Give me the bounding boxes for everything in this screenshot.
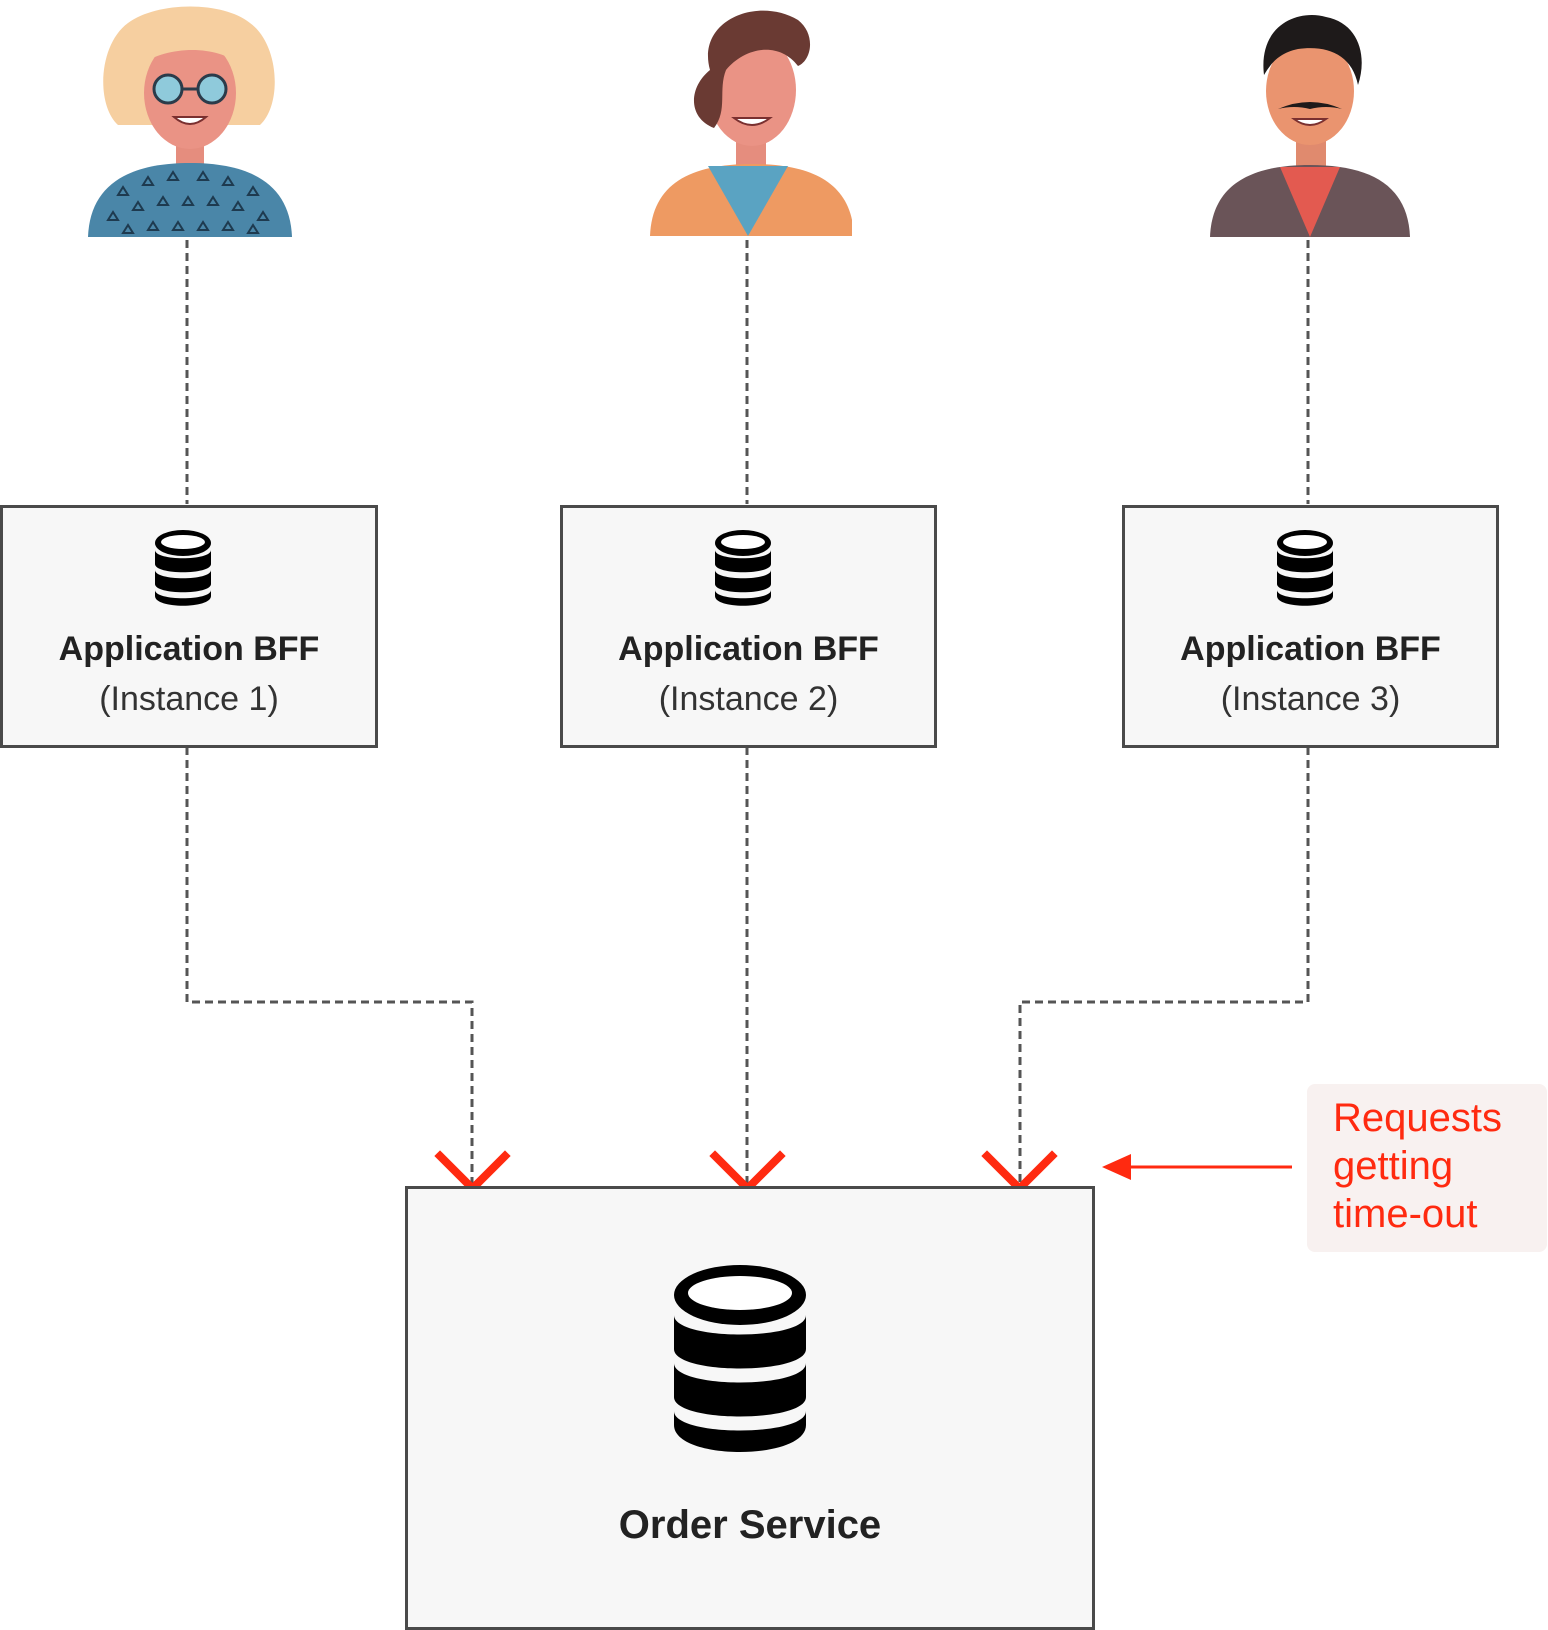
bff-instance-1-box[interactable]: Application BFF (Instance 1) xyxy=(0,505,378,748)
database-icon xyxy=(674,1265,806,1452)
bff-instance-2-box[interactable]: Application BFF (Instance 2) xyxy=(560,505,937,748)
bff-instance-3-title: Application BFF xyxy=(1180,630,1441,668)
timeout-callout: Requests getting time-out xyxy=(1307,1084,1547,1252)
bff-instance-1-subtitle: (Instance 1) xyxy=(99,680,279,718)
bff-instance-2-title: Application BFF xyxy=(618,630,879,668)
user-1-avatar xyxy=(88,6,292,237)
user-3-avatar xyxy=(1210,15,1410,237)
arrow-left-icon xyxy=(1102,1154,1292,1180)
bff-instance-3-subtitle: (Instance 3) xyxy=(1220,680,1401,718)
database-icon xyxy=(1277,530,1333,606)
database-icon xyxy=(715,530,771,606)
database-icon xyxy=(155,530,211,606)
callout-line-2: getting xyxy=(1333,1144,1454,1188)
bff-instance-2-subtitle: (Instance 2) xyxy=(658,680,839,718)
user-2-avatar xyxy=(650,10,852,236)
order-service-box[interactable]: Order Service xyxy=(405,1186,1095,1630)
connector-bff3-order xyxy=(1018,747,1310,1186)
callout-line-3: time-out xyxy=(1333,1192,1478,1236)
order-service-title: Order Service xyxy=(618,1503,882,1547)
bff-instance-3-box[interactable]: Application BFF (Instance 3) xyxy=(1122,505,1499,748)
connector-bff1-order xyxy=(185,747,474,1186)
callout-line-1: Requests xyxy=(1333,1096,1502,1140)
bff-instance-1-title: Application BFF xyxy=(58,630,320,668)
